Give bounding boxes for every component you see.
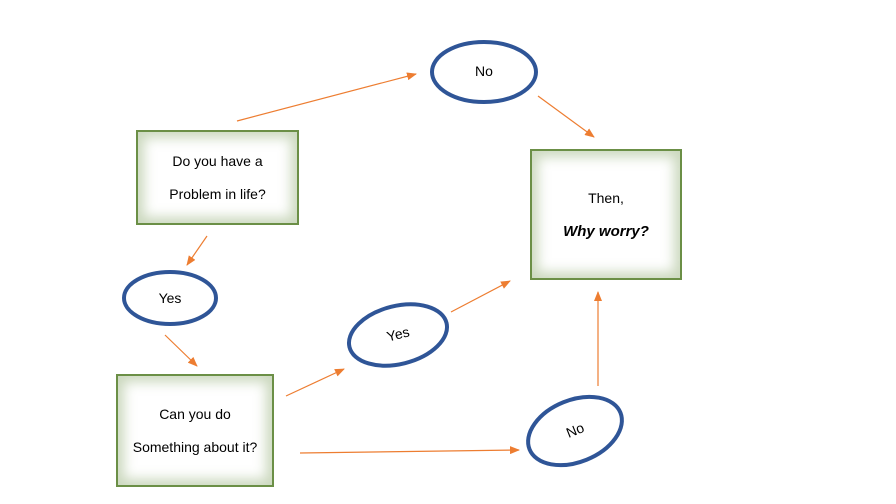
- arrow-no-to-why-worry: [537, 95, 595, 138]
- ellipse-yes-left-label: Yes: [158, 290, 182, 306]
- box-can-do-line2: Something about it?: [132, 438, 258, 455]
- arrow-yes-to-why-worry: [450, 280, 511, 313]
- box-why-worry: Then, Why worry?: [530, 149, 682, 280]
- ellipse-yes-mid: [346, 302, 450, 368]
- arrow-can-do-to-yes: [285, 368, 345, 397]
- arrow-problem-to-no: [236, 72, 417, 122]
- arrow-can-do-to-no: [299, 446, 520, 455]
- arrow-problem-to-yes: [186, 235, 208, 266]
- box-why-worry-line2: Why worry?: [563, 222, 649, 240]
- box-can-do: Can you do Something about it?: [116, 374, 274, 487]
- box-problem-line1: Do you have a: [172, 152, 263, 169]
- ellipse-no-bottom: [526, 394, 624, 468]
- ellipse-no-top: [430, 40, 538, 104]
- box-problem: Do you have a Problem in life?: [136, 130, 299, 225]
- box-can-do-line1: Can you do: [159, 405, 231, 422]
- box-why-worry-line1: Then,: [588, 189, 624, 206]
- box-problem-line2: Problem in life?: [169, 185, 266, 202]
- ellipse-yes-left: [122, 270, 218, 326]
- ellipse-no-top-label: No: [475, 63, 493, 79]
- arrow-yes-to-can-do: [164, 334, 198, 367]
